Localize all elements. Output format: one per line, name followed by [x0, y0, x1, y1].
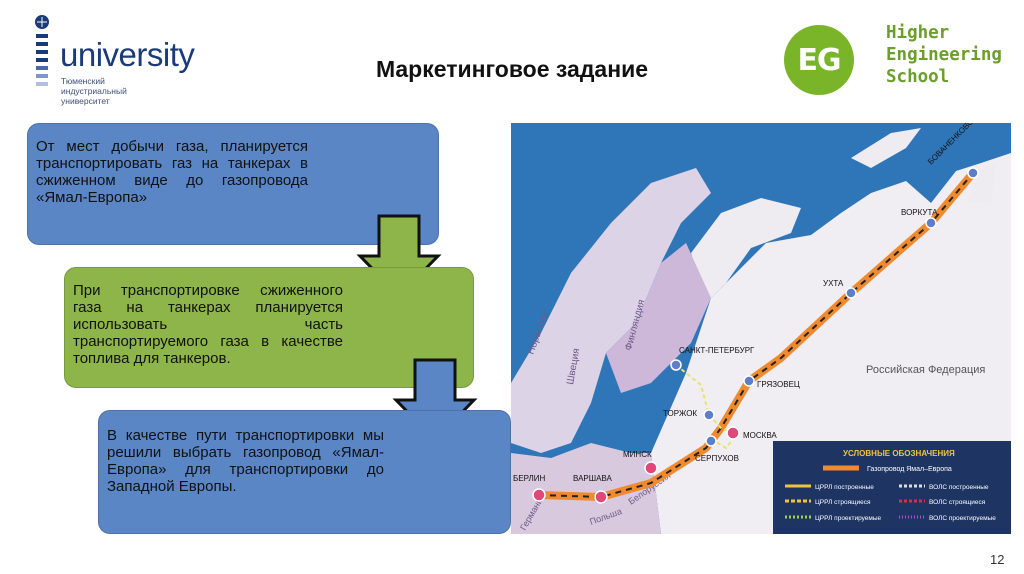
map-svg: Норвегия Швеция Финляндия Германия Польш…	[511, 123, 1011, 534]
school-name: Higher Engineering School	[886, 22, 1002, 88]
step-1-text: От мест добычи газа, планируется транспо…	[36, 138, 308, 206]
school-name-line1: Higher	[886, 23, 950, 43]
legend-planned: ЦРРЛ проектируемые	[815, 515, 882, 522]
city-label: МИНСК	[623, 450, 652, 459]
city-label: САНКТ-ПЕТЕРБУРГ	[679, 346, 755, 355]
step-box-3: В качестве пути транспортировки мы решил…	[98, 410, 511, 534]
legend-pipeline: Газопровод Ямал–Европа	[867, 466, 952, 473]
step-2-text: При транспортировке сжиженного газа на т…	[73, 282, 343, 367]
city-label: БЕРЛИН	[513, 474, 545, 483]
university-logo: university Тюменский индустриальный унив…	[30, 14, 200, 106]
city-label: МОСКВА	[743, 431, 777, 440]
step-box-1: От мест добычи газа, планируется транспо…	[27, 123, 439, 245]
city-label: ВОРКУТА	[901, 208, 938, 217]
legend-fiber-building: ВОЛС строящиеся	[929, 499, 986, 506]
university-subtitle: Тюменский индустриальный университет	[61, 76, 127, 106]
map-legend: УСЛОВНЫЕ ОБОЗНАЧЕНИЯ Газопровод Ямал–Евр…	[773, 441, 1011, 534]
pipeline-map: Норвегия Швеция Финляндия Германия Польш…	[511, 123, 1011, 534]
city-label: УХТА	[823, 279, 844, 288]
country-label: Российская Федерация	[866, 364, 985, 376]
city-label: ГРЯЗОВЕЦ	[757, 380, 800, 389]
eg-mark: EG	[784, 25, 854, 95]
engineering-school-logo: EG Higher Engineering School	[784, 20, 1004, 96]
page-number: 12	[990, 552, 1005, 567]
legend-fiber-built: ВОЛС построенные	[929, 484, 989, 491]
school-name-line2: Engineering	[886, 45, 1002, 65]
city-label: ВАРШАВА	[573, 474, 612, 483]
step-box-2: При транспортировке сжиженного газа на т…	[64, 267, 474, 388]
university-mark-icon	[35, 15, 49, 86]
legend-title: УСЛОВНЫЕ ОБОЗНАЧЕНИЯ	[843, 449, 955, 458]
legend-built: ЦРРЛ построенные	[815, 484, 874, 491]
slide-title: Маркетинговое задание	[375, 56, 649, 82]
legend-fiber-planned: ВОЛС проектируемые	[929, 515, 996, 522]
university-name: university	[60, 36, 195, 73]
legend-building: ЦРРЛ строящиеся	[815, 499, 871, 506]
step-3-text: В качестве пути транспортировки мы решил…	[107, 427, 384, 495]
city-label: ТОРЖОК	[663, 409, 697, 418]
city-label: СЕРПУХОВ	[695, 454, 739, 463]
school-name-line3: School	[886, 67, 950, 87]
